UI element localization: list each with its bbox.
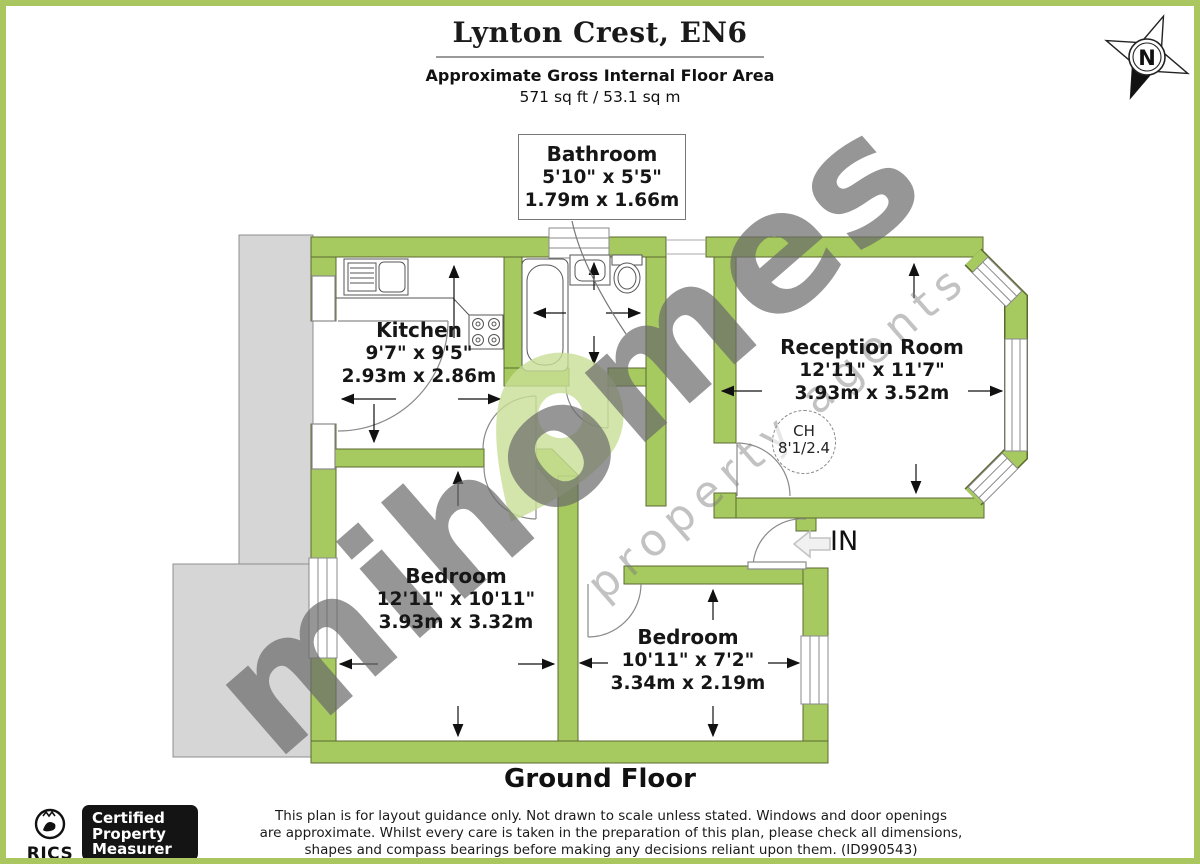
header: Lynton Crest, EN6 Approximate Gross Inte… [6, 16, 1194, 106]
room-label-kitchen: Kitchen 9'7" x 9'5" 2.93m x 2.86m [341, 318, 497, 388]
reception-door-arc [736, 442, 791, 497]
bedroom1-door-arc [483, 466, 537, 520]
title-divider [436, 56, 764, 58]
watermark-pin-icon [496, 352, 624, 522]
callout-leader-line [571, 220, 627, 335]
bedroom2-window [800, 635, 829, 705]
entrance-arrow-icon [792, 529, 831, 559]
callout-metric: 1.79m x 1.66m [524, 190, 680, 211]
bay-window [964, 248, 1028, 506]
entrance-door-leaf [747, 561, 807, 570]
room-label-bedroom1: Bedroom 12'11" x 10'11" 3.93m x 3.32m [376, 564, 536, 634]
bathroom-callout: Bathroom 5'10" x 5'5" 1.79m x 1.66m [518, 134, 686, 220]
windows [308, 227, 829, 705]
entrance-label: IN [830, 526, 859, 557]
entrance-door-arc [752, 518, 807, 569]
disclaimer-text: This plan is for layout guidance only. N… [259, 808, 963, 858]
rics-lion-icon [34, 808, 66, 840]
neighbor-block [172, 234, 314, 758]
floorplan-drawing [172, 220, 1028, 764]
kitchen-fixtures [336, 258, 504, 350]
dimension-arrows [338, 261, 1004, 738]
floor-area-value: 571 sq ft / 53.1 sq m [519, 88, 681, 106]
bedroom1-window [308, 557, 338, 659]
compass-north-label: N [1138, 46, 1156, 70]
room-label-reception: Reception Room 12'11" x 11'7" 3.93m x 3.… [780, 335, 964, 405]
bedroom2-door-arc [587, 583, 642, 638]
bathroom-window [548, 227, 610, 259]
ceiling-height-badge: CH 8'1/2.4 [772, 410, 836, 474]
rics-logo: RICS [26, 806, 74, 864]
callout-room-name: Bathroom [546, 142, 658, 166]
callout-imperial: 5'10" x 5'5" [542, 167, 662, 188]
compass-rose: N [1104, 14, 1190, 100]
counter-edge [336, 297, 470, 316]
floor-title: Ground Floor [504, 764, 696, 794]
rics-word: RICS [26, 844, 74, 864]
kitchen-door-arc [337, 320, 449, 432]
room-label-bedroom2: Bedroom 10'11" x 7'2" 3.34m x 2.19m [610, 625, 766, 695]
floor-area-heading: Approximate Gross Internal Floor Area [425, 66, 775, 85]
page-title: Lynton Crest, EN6 [452, 16, 748, 49]
certified-property-measurer-badge: Certified Property Measurer [82, 805, 198, 858]
kitchen-door-frame [311, 275, 336, 322]
